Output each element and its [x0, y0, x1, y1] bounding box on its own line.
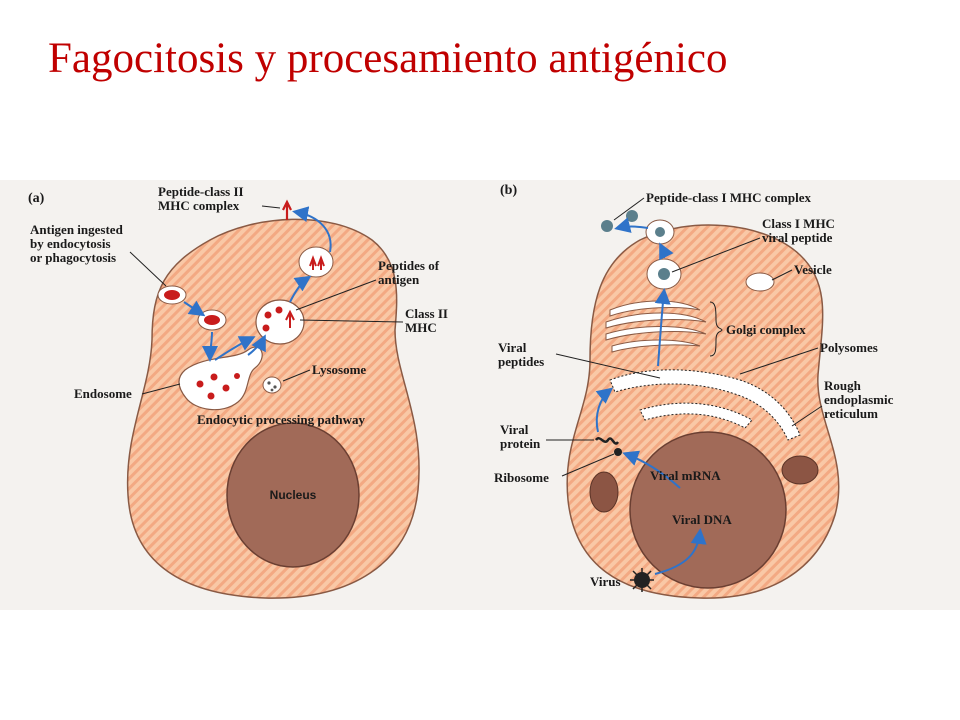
viral-protein — [594, 437, 620, 445]
class-i-mhc-viral-peptide — [658, 268, 670, 280]
endosome-particle — [207, 392, 215, 400]
panel-a: (a) Nucleus — [28, 184, 448, 599]
leader-class-ii — [299, 319, 404, 323]
lysosome — [262, 376, 282, 394]
mhc-loading-vesicle — [255, 299, 305, 345]
mitochondrion — [781, 455, 819, 485]
class-ii-mhc-molecule — [285, 309, 295, 328]
nucleus-a — [226, 422, 360, 568]
golgi-bracket — [709, 301, 723, 357]
virus — [630, 568, 654, 592]
label-viral-peptides-1: Viral — [498, 340, 527, 355]
label-viral-protein-1: Viral — [500, 422, 529, 437]
surface-class-ii-complex — [282, 199, 292, 220]
antigen-particle-core — [164, 290, 180, 300]
label-viral-dna: Viral DNA — [672, 512, 732, 527]
vesicle — [745, 272, 775, 292]
peptide-particle — [262, 324, 270, 332]
lysosome-granule — [267, 381, 271, 385]
panel-b: (b) — [494, 183, 894, 599]
label-ribosome: Ribosome — [494, 470, 549, 485]
endosome-particle — [196, 380, 204, 388]
leader-rough-er — [791, 405, 823, 427]
label-antigen-2: by endocytosis — [30, 236, 111, 251]
label-class-ii-2: MHC — [405, 320, 437, 335]
arrow-virus-to-dna — [654, 528, 707, 575]
label-peptide-class-ii-1: Peptide-class II — [158, 184, 244, 199]
label-class-i-2: viral peptide — [762, 230, 833, 245]
label-virus: Virus — [590, 574, 621, 589]
leader-peptide-class-ii — [261, 205, 281, 209]
label-endosome: Endosome — [74, 386, 132, 401]
slide-title: Fagocitosis y procesamiento antigénico — [48, 35, 728, 82]
arrow-er-to-golgi — [654, 288, 671, 367]
label-peptides-1: Peptides of — [378, 258, 440, 273]
leader-peptide-class-i — [613, 197, 645, 221]
label-peptide-class-i: Peptide-class I MHC complex — [646, 190, 812, 205]
panel-b-tag: (b) — [500, 183, 517, 198]
surface-vesicle — [298, 246, 334, 278]
label-class-ii-1: Class II — [405, 306, 448, 321]
arrow-protein-to-er — [595, 387, 614, 433]
mitochondrion — [589, 471, 619, 513]
lysosome-granule — [270, 388, 274, 392]
arrow-lysosome-fusion — [247, 334, 266, 356]
label-class-i-1: Class I MHC — [762, 216, 835, 231]
label-viral-peptides-2: peptides — [498, 354, 544, 369]
label-viral-mrna: Viral mRNA — [650, 468, 721, 483]
arrow-ingest — [183, 300, 206, 317]
endosome-particle — [234, 373, 240, 379]
leader-antigen — [129, 251, 167, 287]
peptide-particle — [264, 311, 272, 319]
endosome-particle — [210, 373, 218, 381]
label-rough-1: Rough — [824, 378, 862, 393]
leader-ribosome — [561, 453, 615, 477]
label-golgi: Golgi complex — [726, 322, 806, 337]
leader-polysomes — [739, 347, 819, 375]
surface-class-i-complex — [626, 210, 638, 222]
ribosome — [614, 448, 622, 456]
endosome-particle — [222, 384, 230, 392]
golgi-complex — [605, 300, 707, 353]
label-pathway: Endocytic processing pathway — [197, 412, 366, 427]
label-peptides-2: antigen — [378, 272, 420, 287]
arrow-to-vesicle — [214, 336, 256, 361]
phagosome-core — [204, 315, 220, 325]
arrow-mrna-to-ribosome — [622, 450, 681, 489]
arrow-to-surface — [292, 206, 332, 253]
label-antigen-1: Antigen ingested — [30, 222, 124, 237]
label-lysosome: Lysosome — [312, 362, 366, 377]
label-peptide-class-ii-2: MHC complex — [158, 198, 240, 213]
arrow-to-endosome — [202, 331, 219, 362]
label-rough-3: reticulum — [824, 406, 878, 421]
leader-lysosome — [282, 369, 311, 382]
nucleus-a-label: Nucleus — [270, 488, 317, 502]
rough-er-2 — [639, 402, 753, 429]
peptide-particle — [275, 306, 283, 314]
leader-class-i — [671, 237, 761, 273]
lysosome-granule — [273, 385, 277, 389]
label-antigen-3: or phagocytosis — [30, 250, 116, 265]
nucleus-b — [629, 431, 787, 589]
diagram-figure: (a) Nucleus — [0, 180, 960, 610]
class-i-complex-in-vesicle — [655, 227, 665, 237]
class-ii-complex-in-vesicle — [309, 255, 325, 270]
leader-vesicle — [771, 269, 793, 281]
endosome — [178, 346, 263, 411]
arrow-to-surface-b — [614, 217, 649, 233]
leader-endosome — [141, 383, 181, 395]
label-rough-2: endoplasmic — [824, 392, 894, 407]
surface-class-i-complex — [601, 220, 613, 232]
leader-viral-peptides — [555, 353, 661, 379]
arrow-to-surface-vesicle — [289, 275, 312, 303]
label-viral-protein-2: protein — [500, 436, 541, 451]
leader-peptides — [295, 279, 377, 311]
label-vesicle: Vesicle — [794, 262, 832, 277]
label-polysomes: Polysomes — [820, 340, 878, 355]
panel-a-tag: (a) — [28, 191, 45, 206]
arrow-golgi-to-vesicle — [659, 242, 674, 261]
rough-er — [609, 369, 801, 441]
